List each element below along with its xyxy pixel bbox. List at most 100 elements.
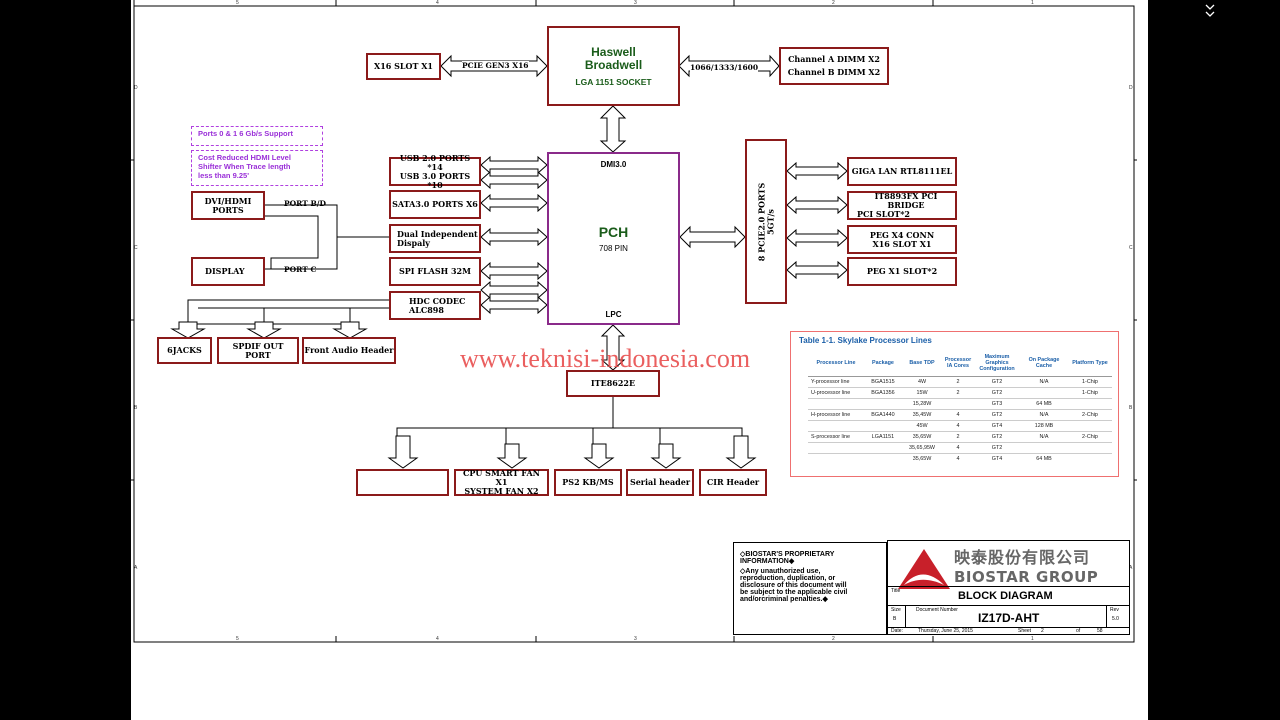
display-block[interactable]: DISPLAY [191, 257, 265, 286]
dual-display-block[interactable]: Dual Independent Dispaly [389, 224, 481, 253]
sheet-number: 2 [1041, 628, 1044, 634]
table-cell: 35,45W [902, 409, 942, 421]
pch-dmi-label: DMI3.0 [600, 160, 627, 169]
table-cell [864, 442, 902, 454]
table-cell: 2 [942, 387, 974, 399]
usb-ports-block[interactable]: USB 2.0 PORTS *14 USB 3.0 PORTS *10 [389, 153, 481, 189]
dvi-hdmi-label: DVI/HDMI [204, 195, 252, 206]
dimm-channel-b: Channel B DIMM X2 [787, 67, 881, 77]
table-cell: GT2 [974, 442, 1020, 454]
pci-bridge-block[interactable]: IT8893FX PCI BRIDGE PCI SLOT*2 [847, 191, 957, 220]
table-cell [864, 453, 902, 464]
serial-label: Serial header [629, 477, 691, 487]
spi-flash-label: SPI FLASH 32M [399, 266, 471, 276]
size-divider [888, 605, 1129, 606]
pch-block[interactable]: DMI3.0 PCH 708 PIN LPC [547, 152, 680, 325]
hdmi-note-line1: Cost Reduced HDMI Level [198, 153, 291, 162]
ruler-bottom-3: 3 [634, 636, 637, 642]
ruler-right-c: C [1129, 245, 1133, 251]
table-cell: GT4 [974, 420, 1020, 432]
table-cell: GT3 [974, 398, 1020, 410]
pcie-ports-block[interactable]: 8 PCIE2.0 PORTS 5GT/s [745, 139, 787, 304]
table-cell: 15,28W [902, 398, 942, 410]
dvi-hdmi-block[interactable]: DVI/HDMI PORTS [191, 191, 265, 220]
hdc-codec-block[interactable]: HDC CODEC ALC898 [389, 291, 481, 320]
front-audio-block[interactable]: Front Audio Header [302, 337, 396, 364]
table-cell: GT4 [974, 453, 1020, 464]
fan-block[interactable]: CPU SMART FAN X1 SYSTEM FAN X2 [454, 469, 549, 496]
table-cell [1068, 453, 1112, 464]
table-header-row: Processor Line Package Base TDP Processo… [808, 350, 1112, 377]
cpu-fan-label: CPU SMART FAN X1 [463, 468, 540, 487]
date-value: Thursday, June 25, 2015 [918, 628, 973, 634]
ruler-bottom-4: 4 [436, 636, 439, 642]
watermark-text: www.teknisi-indonesia.com [460, 344, 751, 373]
table-cell [808, 453, 864, 464]
ps2-block[interactable]: PS2 KB/MS [554, 469, 622, 496]
x16-slot-block[interactable]: X16 SLOT X1 [366, 53, 441, 80]
table-cell [864, 398, 902, 410]
table-cell [1020, 442, 1068, 454]
size-label: Size [891, 607, 901, 613]
peg-x4-block[interactable]: PEG X4 CONN X16 SLOT X1 [847, 225, 957, 254]
lan-link-arrow [786, 161, 848, 181]
table-cell: N/A [1020, 376, 1068, 388]
cpu-block[interactable]: Haswell Broadwell LGA 1151 SOCKET [547, 26, 680, 106]
audio-tree-line [187, 299, 389, 325]
sio-arrowhead-1 [387, 435, 419, 469]
spdif-block[interactable]: SPDIF OUT PORT [217, 337, 299, 364]
hdmi-note-line2: Shifter When Trace length [198, 162, 291, 171]
table-cell: 64 MB [1020, 453, 1068, 464]
usb-link-arrow-2 [480, 170, 548, 190]
proprietary-title-2: INFORMATION◆ [740, 558, 795, 565]
pcie-bus-link-arrow [679, 225, 746, 249]
table-cell: 45W [902, 420, 942, 432]
superio-block[interactable]: ITE8622E [566, 370, 660, 397]
serial-block[interactable]: Serial header [626, 469, 694, 496]
scroll-marker-icon[interactable] [1205, 4, 1215, 18]
hdc-link-arrow-2 [480, 295, 548, 315]
spi-flash-block[interactable]: SPI FLASH 32M [389, 257, 481, 286]
sata-ports-block[interactable]: SATA3.0 PORTS X6 [389, 190, 481, 219]
sheet-total: 58 [1097, 628, 1103, 634]
sio-arrowhead-5 [725, 435, 757, 469]
sheet-of-label: of [1076, 628, 1081, 634]
table-cell: GT2 [974, 387, 1020, 399]
sata-link-arrow [480, 193, 548, 213]
superio-label: ITE8622E [590, 378, 636, 388]
hdc-link-arrow-1 [480, 280, 548, 300]
hdmi-note-line3: less than 9.25' [198, 171, 249, 180]
port-c-line [265, 237, 338, 270]
jacks-block[interactable]: 6JACKS [157, 337, 212, 364]
table-cell: 35,65W [902, 453, 942, 464]
pch-lpc-label: LPC [605, 310, 622, 319]
pcie-gen3-label: PCIE GEN3 X16 [462, 61, 529, 70]
x16-slot-label: X16 SLOT X1 [373, 61, 433, 71]
dmi-link-arrow [599, 105, 627, 153]
cir-block[interactable]: CIR Header [699, 469, 767, 496]
table-cell: 2-Chip [1068, 431, 1112, 443]
proprietary-body-3: disclosure of this document will [740, 582, 847, 589]
table-cell [808, 442, 864, 454]
display-link-arrow [480, 227, 548, 247]
port-bd-label: PORT B/D [284, 199, 327, 208]
audio-arrowhead-1 [170, 321, 206, 339]
table-cell: GT2 [974, 376, 1020, 388]
peg-x1-block[interactable]: PEG X1 SLOT*2 [847, 257, 957, 286]
proprietary-notice: ◇BIOSTAR'S PROPRIETARY INFORMATION◆ ◇Any… [733, 542, 887, 635]
dimm-block[interactable]: Channel A DIMM X2 Channel B DIMM X2 [779, 47, 889, 85]
sio-arrowhead-3 [583, 443, 615, 469]
lan-block[interactable]: GIGA LAN RTL8111EL [847, 157, 957, 186]
port-bd-line [265, 204, 389, 238]
proprietary-body-1: ◇Any unauthorized use, [740, 568, 821, 575]
dual-display-line1: Dual Independent [397, 228, 478, 239]
display-crossover-line [265, 215, 319, 269]
spdif-label: SPDIF OUT PORT [232, 340, 284, 360]
table-cell: 4 [942, 453, 974, 464]
blank-block[interactable] [356, 469, 449, 496]
pcie-ports-speed: 5GT/s [765, 208, 775, 235]
